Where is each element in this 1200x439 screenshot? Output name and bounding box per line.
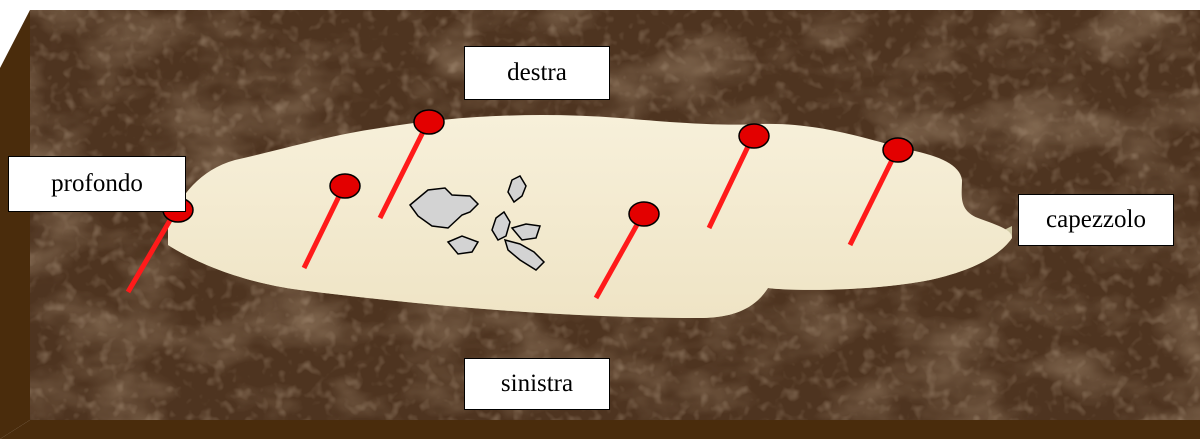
- label-capezzolo: capezzolo: [1018, 194, 1174, 246]
- label-profondo: profondo: [8, 156, 186, 212]
- pin-head: [414, 110, 444, 134]
- pin-head: [330, 174, 360, 198]
- label-destra: destra: [464, 46, 610, 100]
- pin-head: [629, 202, 659, 226]
- pin-head: [883, 138, 913, 162]
- label-sinistra: sinistra: [464, 358, 610, 410]
- board-left-edge: [0, 10, 30, 439]
- pin-head: [739, 124, 769, 148]
